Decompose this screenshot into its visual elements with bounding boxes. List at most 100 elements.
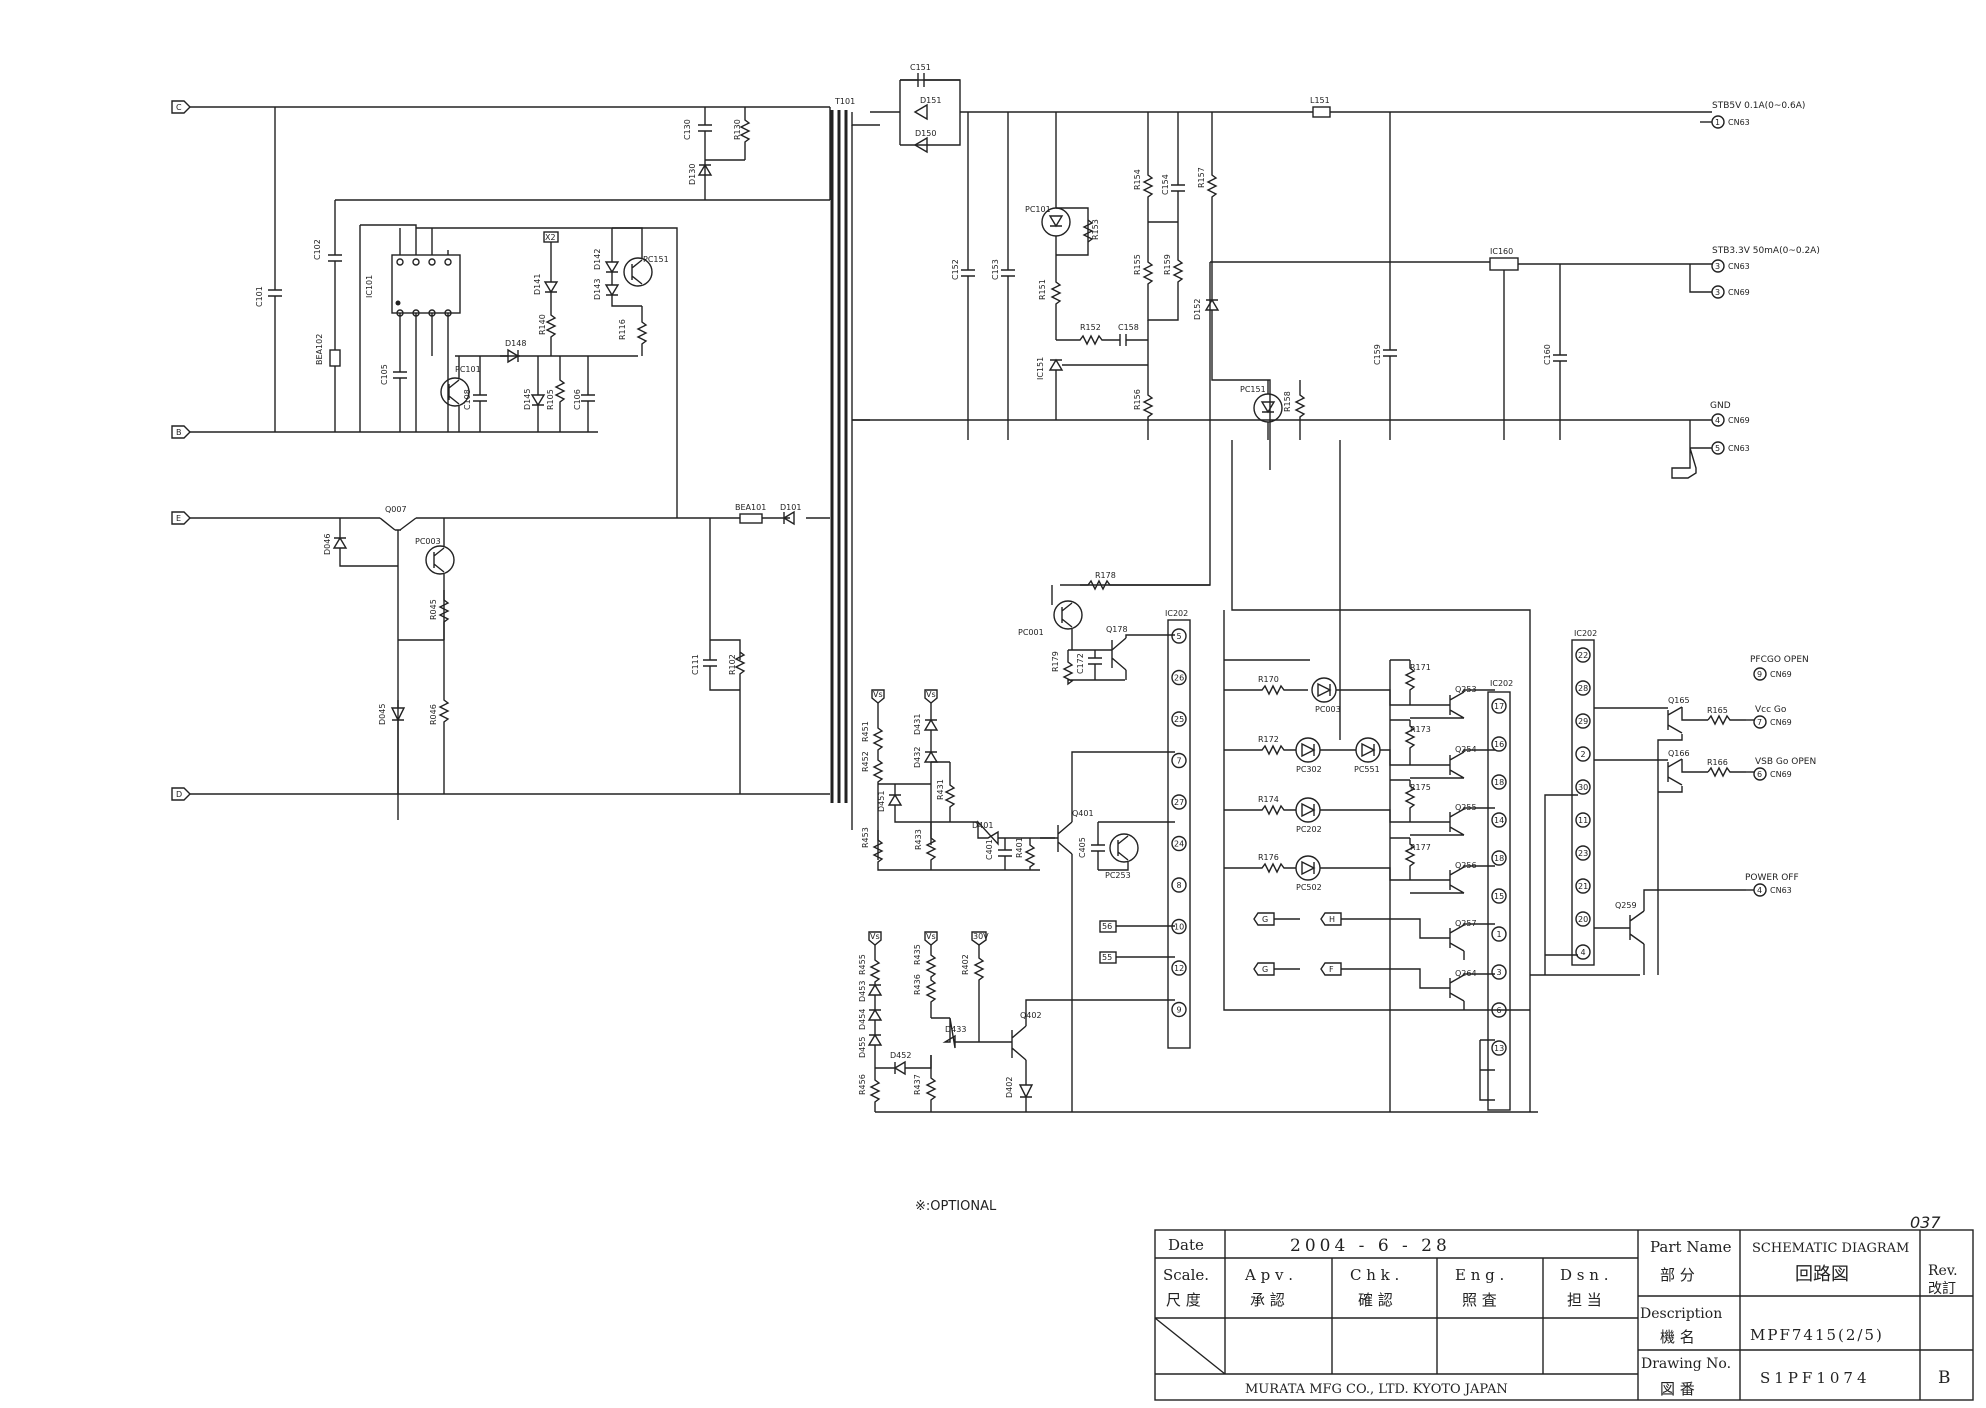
svg-text:D141: D141 <box>533 274 542 295</box>
svg-text:Q255: Q255 <box>1455 803 1477 812</box>
rev-label: Rev. <box>1928 1263 1958 1279</box>
q165-transistor: Q165 <box>1667 696 1690 734</box>
svg-text:D152: D152 <box>1193 299 1202 320</box>
svg-text:R431: R431 <box>936 779 945 800</box>
q007-transistor: Q007 <box>379 505 417 548</box>
ic202-right-pin-label: 22 <box>1578 651 1588 660</box>
svg-text:D130: D130 <box>688 164 697 185</box>
svg-text:D452: D452 <box>890 1051 911 1060</box>
svg-text:F: F <box>1329 965 1334 974</box>
svg-text:D045: D045 <box>378 704 387 725</box>
svg-text:R170: R170 <box>1258 675 1279 684</box>
ic101: IC101 <box>365 250 461 318</box>
ic202-mid-pin-label: 18 <box>1494 778 1504 787</box>
svg-text:Vs: Vs <box>926 690 936 699</box>
svg-text:7: 7 <box>1757 718 1762 727</box>
svg-text:R151: R151 <box>1038 279 1047 300</box>
svg-text:R140: R140 <box>538 314 547 335</box>
output-stb5v: 1 CN63 STB5V 0.1A(0~0.6A) <box>1700 101 1805 129</box>
svg-text:R451: R451 <box>861 721 870 742</box>
ic202-right-pin-label: 28 <box>1578 684 1588 693</box>
output-vcc-go: 7 CN69 Vcc Go <box>1746 705 1792 729</box>
ic202-mid-pin-label: 17 <box>1494 702 1504 711</box>
svg-text:R154: R154 <box>1133 169 1142 190</box>
svg-text:R172: R172 <box>1258 735 1279 744</box>
date-label: Date <box>1168 1236 1204 1254</box>
svg-text:Q257: Q257 <box>1455 919 1477 928</box>
chk-jp: 確 認 <box>1358 1291 1393 1309</box>
svg-text:BEA102: BEA102 <box>315 334 324 365</box>
ic202-left-pin-label: 8 <box>1177 881 1182 890</box>
svg-text:R046: R046 <box>429 704 438 725</box>
svg-text:C106: C106 <box>573 389 582 410</box>
svg-text:PC101: PC101 <box>455 365 481 374</box>
ic202-right-pin-label: 30 <box>1578 783 1588 792</box>
svg-text:R173: R173 <box>1410 725 1431 734</box>
svg-text:D451: D451 <box>877 791 886 812</box>
ic202-right-pin-label: 11 <box>1578 816 1588 825</box>
drawing-label: Drawing No. <box>1641 1356 1731 1372</box>
ic202-right-pin-circle <box>1575 647 1591 663</box>
part-name-label: Part Name <box>1650 1238 1732 1256</box>
svg-text:C111: C111 <box>691 654 700 675</box>
svg-text:R433: R433 <box>914 829 923 850</box>
svg-text:D046: D046 <box>323 534 332 555</box>
svg-text:PC003: PC003 <box>1315 705 1341 714</box>
ic202-mid-pin-label: 1 <box>1497 930 1502 939</box>
ic202-right-pin-label: 2 <box>1581 750 1586 759</box>
description-value: MPF7415(2/5) <box>1750 1326 1884 1344</box>
svg-text:R175: R175 <box>1410 783 1431 792</box>
svg-text:PC151: PC151 <box>1240 385 1266 394</box>
svg-text:R456: R456 <box>858 1074 867 1095</box>
svg-text:R045: R045 <box>429 599 438 620</box>
q178-transistor: Q178 <box>1068 625 1128 671</box>
pc101-led: PC101 <box>1025 205 1071 237</box>
pc001-phototransistor: PC001 <box>1018 600 1083 637</box>
ic202-left: IC202 <box>1165 609 1191 1049</box>
ic202-mid-pin-circle <box>1491 774 1507 790</box>
output-cn69-3: 3 CN69 <box>1689 264 1750 299</box>
ic202-right-pin-label: 20 <box>1578 915 1588 924</box>
svg-text:Vs: Vs <box>926 932 936 941</box>
ic202-mid-pin-circle <box>1491 812 1507 828</box>
node-flag-vs-3: Vs <box>868 931 882 946</box>
svg-text:CN69: CN69 <box>1728 416 1750 425</box>
svg-text:Q401: Q401 <box>1072 809 1094 818</box>
svg-text:R158: R158 <box>1283 391 1292 412</box>
svg-text:CN63: CN63 <box>1728 444 1750 453</box>
ic202-left-pin-circle <box>1171 877 1187 893</box>
svg-text:4: 4 <box>1757 886 1762 895</box>
svg-text:Q178: Q178 <box>1106 625 1128 634</box>
svg-text:30V: 30V <box>973 932 989 941</box>
ic202-mid-pin-circle <box>1491 964 1507 980</box>
svg-text:R155: R155 <box>1133 254 1142 275</box>
svg-text:CN69: CN69 <box>1770 770 1792 779</box>
svg-text:PC202: PC202 <box>1296 825 1322 834</box>
svg-text:R401: R401 <box>1015 837 1024 858</box>
svg-text:IC202: IC202 <box>1490 679 1513 688</box>
ic202-right-pin-label: 23 <box>1578 849 1588 858</box>
svg-text:B: B <box>176 428 182 437</box>
page-mark: 037 <box>1910 1213 1941 1232</box>
svg-text:R102: R102 <box>728 654 737 675</box>
ic202-left-pin-label: 12 <box>1174 964 1184 973</box>
svg-text:CN69: CN69 <box>1770 670 1792 679</box>
ic202-mid-pin-circle <box>1491 850 1507 866</box>
q256-transistor: Q256 <box>1410 861 1495 894</box>
q402-transistor: Q402 <box>1011 1011 1042 1061</box>
svg-text:D: D <box>176 790 182 799</box>
part-name-value: SCHEMATIC DIAGRAM <box>1752 1241 1909 1256</box>
pc151-phototransistor: PC151 <box>623 255 669 287</box>
svg-text:D143: D143 <box>593 279 602 300</box>
chk-label: C h k . <box>1350 1266 1399 1284</box>
ic202-left-pin-circle <box>1171 835 1187 852</box>
svg-text:CN63: CN63 <box>1728 118 1750 127</box>
ic202-mid-pin-circle <box>1491 888 1507 904</box>
ic202-left-pin-label: 9 <box>1177 1006 1182 1015</box>
ic202-left-pin-circle <box>1171 752 1187 769</box>
svg-text:CN63: CN63 <box>1728 262 1750 271</box>
q401-transistor: Q401 <box>1040 809 1094 855</box>
svg-text:C158: C158 <box>1118 323 1139 332</box>
ic202-mid-pin-label: 3 <box>1497 968 1502 977</box>
